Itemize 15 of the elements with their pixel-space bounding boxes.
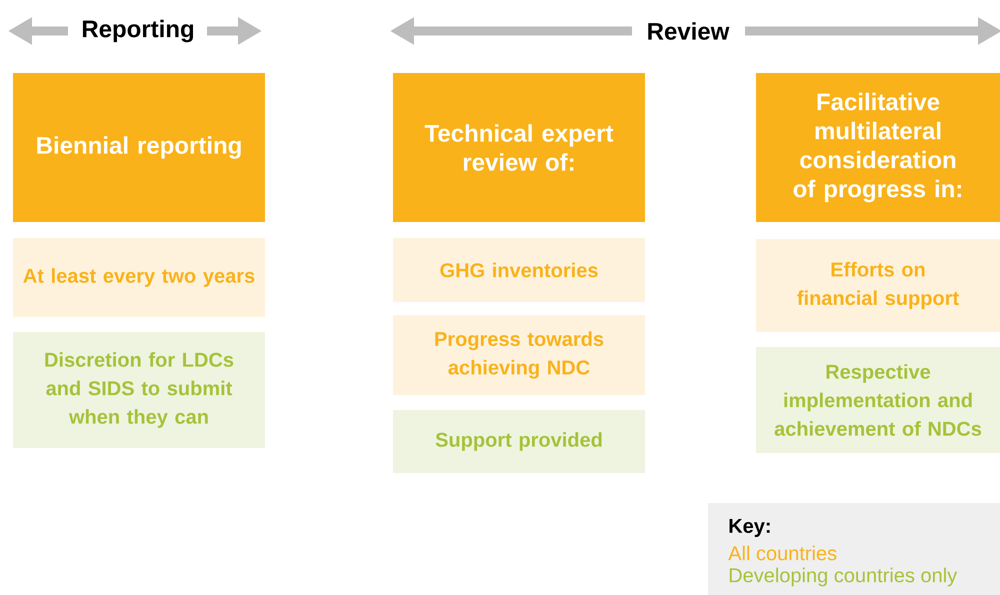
requirement-box: At least every two years <box>13 238 265 317</box>
requirement-box: Support provided <box>393 410 645 473</box>
requirement-box: Progress towards achieving NDC <box>393 315 645 395</box>
requirement-box: Efforts on financial support <box>756 239 1000 332</box>
section-heading: Reporting <box>82 20 194 42</box>
heading-box: Facilitative multilateral consideration of progress in: <box>756 73 1000 222</box>
heading-box: Biennial reporting <box>13 73 265 222</box>
heading-box: Technical expert review of: <box>393 73 645 222</box>
key-title: Key: <box>730 519 770 537</box>
requirement-box: Respective implementation and achievement of NDCs <box>756 347 1000 453</box>
legend-entry: Developing countries only <box>730 568 958 586</box>
requirement-box: Discretion for LDCs and SIDS to submit when they can <box>13 332 265 448</box>
requirement-box: GHG inventories <box>393 238 645 302</box>
section-heading: Review <box>648 22 730 40</box>
legend-entry: All countries <box>728 546 836 560</box>
